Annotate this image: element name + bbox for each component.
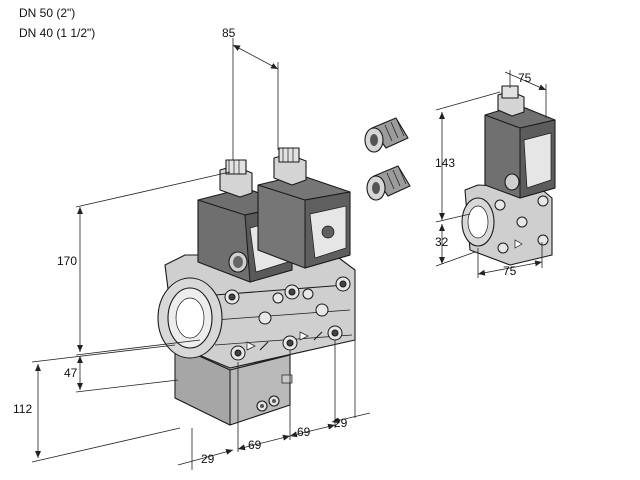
cable-gland-lower bbox=[366, 165, 411, 201]
dim-75-top bbox=[504, 70, 547, 118]
dim-label-69-a: 69 bbox=[248, 438, 262, 452]
dim-label-32: 32 bbox=[435, 235, 449, 249]
dim-85 bbox=[232, 38, 279, 160]
dim-label-47: 47 bbox=[64, 366, 78, 380]
dim-label-29-right: 29 bbox=[334, 416, 348, 430]
cable-gland-upper bbox=[364, 117, 409, 153]
dim-69-pair bbox=[237, 340, 336, 452]
dim-29-bottom bbox=[177, 428, 234, 470]
dim-29-right bbox=[331, 340, 371, 424]
header-line-dn50: DN 50 (2") bbox=[19, 6, 76, 20]
solenoid-coil-right bbox=[257, 147, 351, 269]
header-line-dn40: DN 40 (1 1/2") bbox=[19, 26, 96, 40]
dim-75-bottom bbox=[477, 242, 543, 278]
double-valve-assembly bbox=[157, 147, 356, 426]
dim-label-143: 143 bbox=[435, 156, 455, 170]
dim-label-29-bottom: 29 bbox=[201, 452, 215, 466]
dim-47 bbox=[75, 356, 179, 393]
dim-170 bbox=[75, 171, 231, 356]
valve-body bbox=[157, 254, 356, 369]
dim-32 bbox=[435, 224, 476, 267]
dim-label-85: 85 bbox=[222, 26, 236, 40]
dim-label-170: 170 bbox=[57, 254, 77, 268]
dim-label-75-bottom: 75 bbox=[503, 264, 517, 278]
dim-label-112: 112 bbox=[13, 402, 32, 416]
dim-143 bbox=[435, 91, 501, 223]
dim-112 bbox=[31, 344, 181, 463]
single-valve-assembly bbox=[461, 85, 556, 266]
dim-label-69-b: 69 bbox=[297, 425, 311, 439]
dim-label-75-top: 75 bbox=[518, 71, 532, 85]
